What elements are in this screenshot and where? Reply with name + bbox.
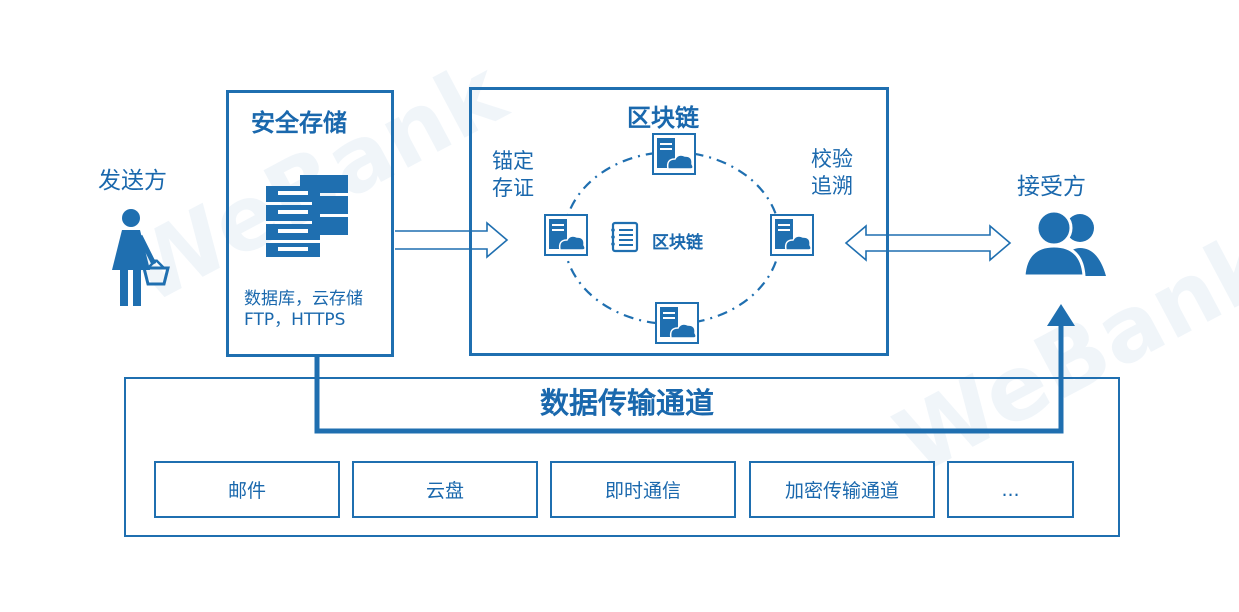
channel-encrypted: 加密传输通道 [749, 461, 935, 518]
channel-cloud-disk: 云盘 [352, 461, 538, 518]
users-icon [1022, 209, 1106, 278]
transfer-channel-title: 数据传输通道 [540, 386, 715, 420]
secure-storage-box [226, 90, 394, 357]
storage-to-blockchain-arrow [395, 221, 509, 259]
channel-more: ... [947, 461, 1074, 518]
anchor-note-line2: 存证 [492, 176, 534, 200]
verify-note-line1: 校验 [811, 147, 853, 171]
cloud-server-icon [770, 214, 814, 256]
channel-email: 邮件 [154, 461, 340, 518]
blockchain-center-label: 区块链 [652, 233, 703, 253]
verify-note-line2: 追溯 [811, 174, 853, 198]
route-arrowhead [1047, 304, 1075, 326]
storage-desc-line1: 数据库，云存储 [244, 289, 363, 309]
ledger-icon [611, 221, 639, 253]
cloud-server-icon [655, 302, 699, 344]
channel-instant-messaging: 即时通信 [550, 461, 736, 518]
storage-title: 安全存储 [251, 109, 347, 137]
cloud-server-icon [544, 214, 588, 256]
receiver-label: 接受方 [1017, 174, 1086, 200]
transfer-channel-panel [124, 377, 1120, 537]
blockchain-receiver-double-arrow [844, 224, 1012, 262]
blockchain-title: 区块链 [627, 104, 699, 132]
cloud-server-icon [652, 133, 696, 175]
storage-desc-line2: FTP，HTTPS [244, 310, 346, 330]
woman-shopping-icon [112, 209, 170, 306]
sender-label: 发送方 [98, 168, 167, 194]
blockchain-box [469, 87, 889, 356]
anchor-note-line1: 锚定 [492, 149, 534, 173]
server-stack-icon [266, 175, 348, 257]
